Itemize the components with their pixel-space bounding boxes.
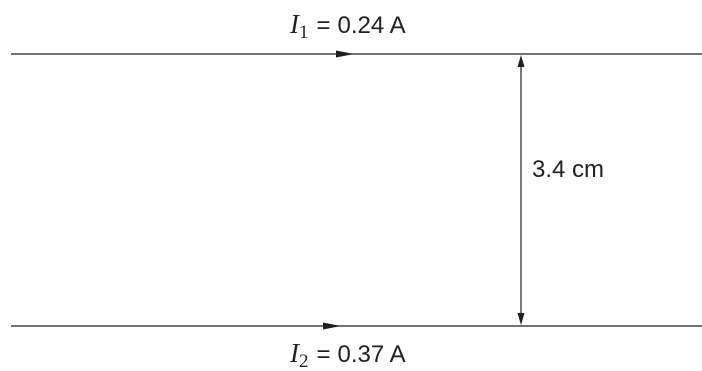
bottom-wire-current-subscript: 2 [299,351,309,371]
top-wire-equals-sign: = [317,12,331,39]
bottom-wire-current-symbol: I [289,338,301,368]
separation-distance-label: 3.4 cm [532,156,604,183]
bottom-wire-current-value: 0.37 A [338,341,406,368]
top-wire-current-value: 0.24 A [338,12,406,39]
top-wire-current-label: I1 = 0.24 A [289,9,406,43]
bottom-wire-equals-sign: = [317,341,331,368]
top-wire-current-subscript: 1 [299,22,309,43]
separation-arrowhead-top [517,55,525,67]
top-wire-direction-arrow [336,50,354,58]
top-wire-current-symbol: I [289,9,301,39]
bottom-wire-current-label: I2 = 0.37 A [289,338,406,371]
separation-arrowhead-bottom [517,313,525,325]
bottom-wire-direction-arrow [323,322,341,330]
